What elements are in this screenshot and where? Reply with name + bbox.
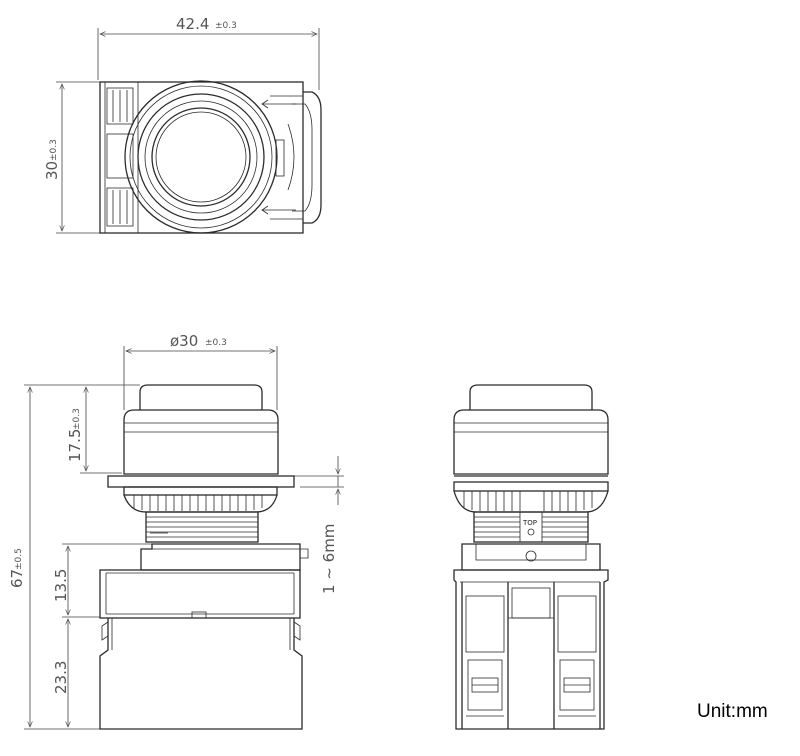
mount-height-value: 13.5	[52, 569, 70, 602]
head-height-tol: ±0.3	[72, 408, 82, 430]
top-view: 42.4 ±0.3 30 ±0.3	[43, 15, 322, 234]
top-width-tol: ±0.3	[215, 21, 237, 31]
diameter-value: ø30	[170, 332, 198, 350]
top-height-tol: ±0.3	[49, 139, 59, 161]
top-mark-label: TOP	[522, 519, 537, 527]
base-height-value: 23.3	[52, 661, 70, 694]
head-height-value: 17.5	[66, 429, 84, 462]
top-width-value: 42.4	[176, 15, 209, 33]
overall-height-tol: ±0.5	[14, 548, 24, 570]
top-height-value: 30	[43, 161, 61, 180]
front-view: ø30 ±0.3 67 ±0.5 17.5 ±0.3 13.5 23.3	[8, 332, 344, 730]
unit-label: Unit:mm	[697, 701, 768, 722]
diameter-tol: ±0.3	[205, 338, 227, 348]
panel-thickness-value: 1 ~ 6mm	[320, 524, 338, 594]
overall-height-value: 67	[8, 569, 26, 588]
side-view: TOP	[453, 384, 609, 730]
